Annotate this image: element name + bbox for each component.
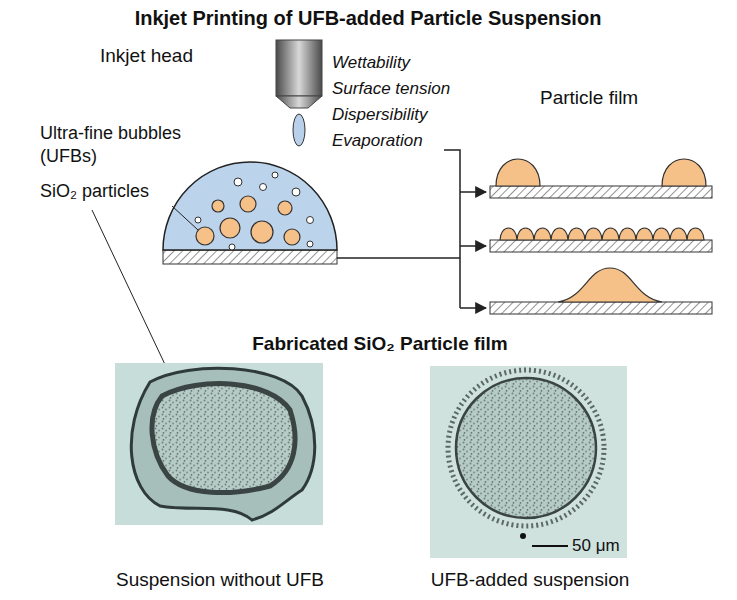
flow-arrow (460, 307, 486, 309)
mound-film (558, 268, 662, 302)
particle (196, 227, 214, 245)
photo-caption: UFB-added suspension (431, 568, 630, 592)
particle (220, 218, 240, 238)
film-rim (131, 368, 314, 520)
leader-line (172, 206, 198, 230)
substrate (490, 240, 712, 252)
flow-line (337, 257, 460, 259)
photo-caption: Suspension without UFB (116, 568, 324, 592)
particle (284, 229, 300, 245)
inkjet-head (276, 40, 322, 146)
part-label: Inkjet head (100, 44, 193, 68)
photo-without-ufb (115, 363, 323, 525)
bubble (260, 184, 267, 191)
substrate (163, 250, 337, 264)
particle (278, 201, 292, 215)
title: Inkjet Printing of UFB-added Particle Su… (135, 6, 602, 31)
bubble (307, 241, 313, 247)
part-label: SiO₂ particles (40, 180, 149, 203)
particle (212, 200, 224, 212)
bubble (195, 217, 201, 223)
factor-label: Wettability (332, 52, 410, 73)
coffee-ring-film (662, 159, 706, 186)
flow-arrow (460, 245, 486, 247)
particle (240, 196, 256, 212)
film-core (456, 378, 596, 518)
flow-arrow (460, 191, 486, 193)
substrate (490, 186, 712, 198)
substrate (490, 302, 712, 314)
factor-label: Evaporation (332, 130, 423, 151)
bubble (307, 217, 314, 224)
ink-drop (293, 114, 305, 146)
part-label: Particle film (540, 86, 638, 110)
part-label: Ultra-fine bubbles (UFBs) (40, 122, 185, 167)
film-core (152, 384, 295, 493)
photo-with-ufb (430, 366, 627, 558)
bubble (292, 188, 300, 196)
nozzle (276, 96, 322, 108)
particle (251, 221, 273, 243)
section-heading: Fabricated SiO₂ Particle film (252, 332, 508, 356)
bubble (229, 244, 235, 250)
coffee-ring-film (496, 159, 540, 186)
factor-label: Dispersibility (332, 104, 427, 125)
film-halo (448, 370, 604, 526)
factor-label: Surface tension (332, 78, 450, 99)
dust-dot (520, 533, 526, 539)
uniform-film (500, 228, 704, 240)
bubble (234, 178, 242, 186)
droplet (163, 162, 337, 264)
head-body (276, 40, 322, 96)
bubble (272, 172, 278, 178)
sio2-particles (196, 196, 300, 245)
photo-ground (115, 363, 323, 525)
film-results (490, 159, 712, 314)
droplet-dome (163, 162, 337, 250)
scale-bar (532, 545, 568, 547)
flow-bracket (444, 150, 460, 308)
ufb-bubbles (195, 172, 314, 250)
photo-ground (430, 366, 627, 558)
scale-label: 50 μm (572, 535, 620, 556)
process-arrows (337, 150, 486, 308)
